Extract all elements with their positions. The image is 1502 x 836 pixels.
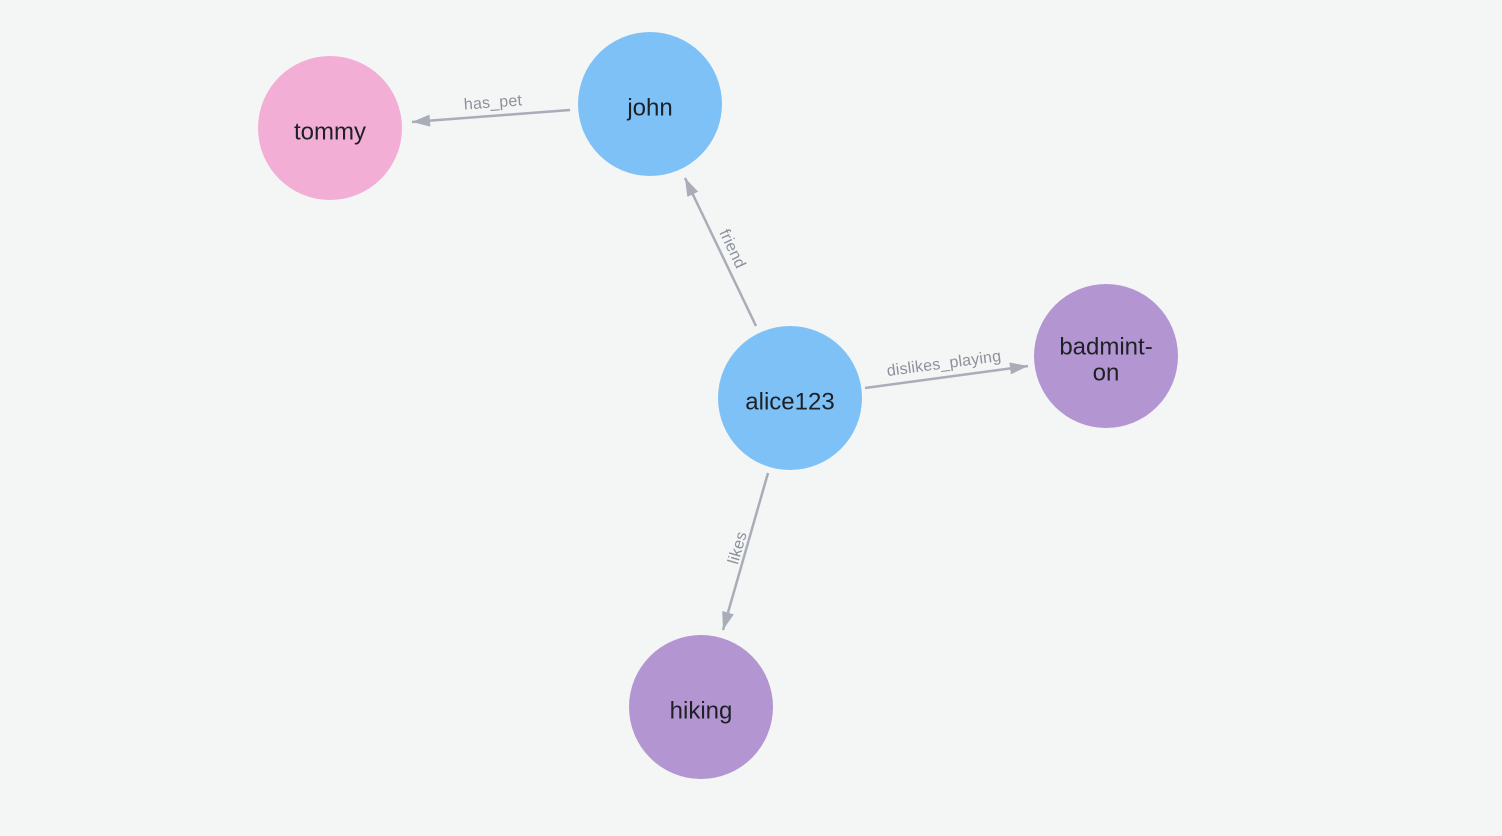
edge-line-friend[interactable]: [683, 177, 758, 327]
edge-line-dislikes-playing[interactable]: [864, 362, 1029, 390]
node-circle-alice123[interactable]: [718, 326, 862, 470]
node-circle-hiking[interactable]: [629, 635, 773, 779]
node-circle-tommy[interactable]: [258, 56, 402, 200]
edge-line-has-pet[interactable]: [411, 108, 571, 127]
node-circle-john[interactable]: [578, 32, 722, 176]
edge-line-likes[interactable]: [721, 472, 770, 631]
node-john[interactable]: john: [578, 32, 722, 176]
node-circle-badminton[interactable]: [1034, 284, 1178, 428]
node-alice123[interactable]: alice123: [718, 326, 862, 470]
node-hiking[interactable]: hiking: [629, 635, 773, 779]
node-tommy[interactable]: tommy: [258, 56, 402, 200]
node-badminton[interactable]: badmint- on: [1034, 284, 1178, 428]
